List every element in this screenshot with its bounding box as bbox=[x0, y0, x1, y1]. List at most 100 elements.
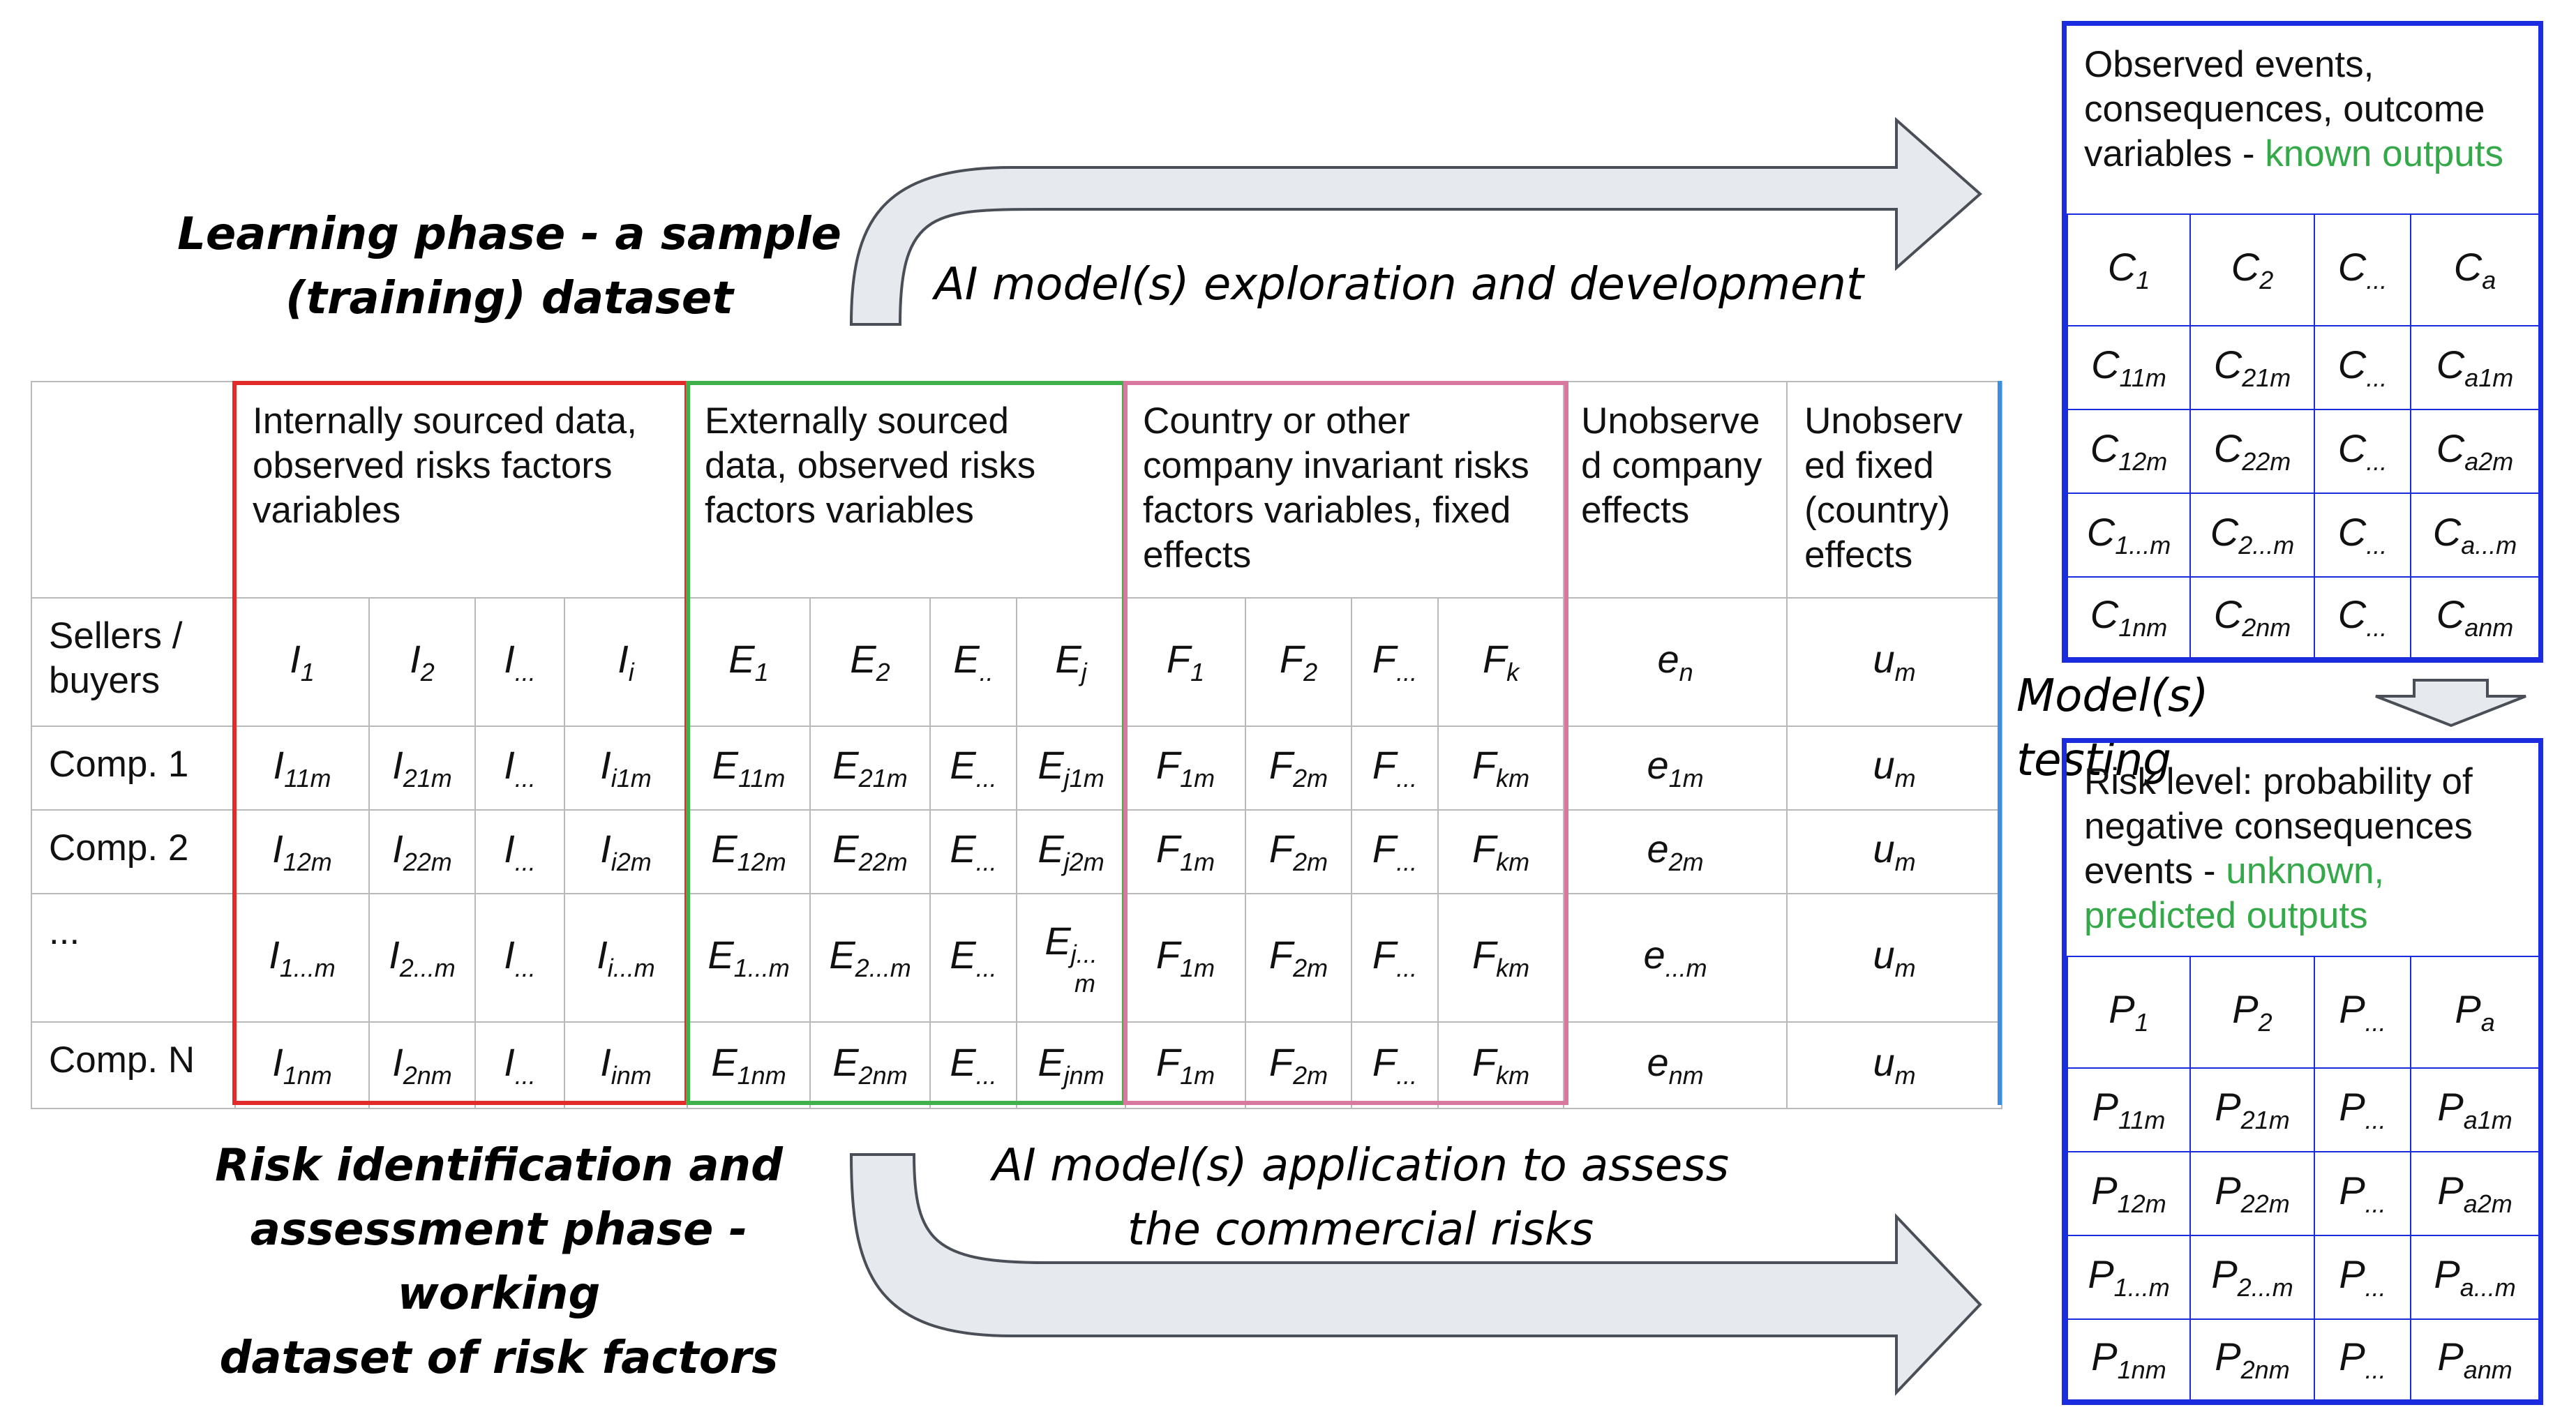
symbol-subscript: ... bbox=[2366, 447, 2388, 476]
application-label: AI model(s) application to assess the co… bbox=[907, 1134, 1814, 1262]
outcome-cell: P2 bbox=[2189, 956, 2315, 1069]
observed-title-line: consequences, outcome bbox=[2084, 89, 2485, 130]
symbol-letter: F bbox=[1372, 933, 1397, 977]
variable-cell: I1 bbox=[234, 597, 370, 727]
symbol-letter: P bbox=[2437, 1335, 2464, 1379]
variable-cell: um bbox=[1786, 726, 2003, 811]
observed-title: Observed events, consequences, outcome v… bbox=[2067, 26, 2539, 215]
symbol-subscript: i...m bbox=[607, 954, 655, 983]
symbol-letter: F bbox=[1372, 637, 1397, 682]
symbol-letter: C bbox=[2090, 592, 2119, 637]
symbol-subscript: m bbox=[1894, 848, 1916, 877]
symbol-subscript: 1...m bbox=[2113, 1273, 2170, 1302]
symbol-letter: u bbox=[1873, 1040, 1895, 1085]
variable-cell: Ej2m bbox=[1015, 809, 1127, 894]
symbol-subscript: a bbox=[2480, 1008, 2495, 1037]
symbol-subscript: 1m bbox=[1180, 848, 1215, 877]
symbol-subscript: ... bbox=[514, 1061, 536, 1090]
variable-cell: E... bbox=[929, 1021, 1017, 1109]
outcome-cell: Ca bbox=[2410, 213, 2540, 326]
symbol-letter: P bbox=[2092, 1085, 2118, 1129]
symbol-letter: C bbox=[2337, 592, 2367, 637]
symbol-subscript: 22m bbox=[2242, 447, 2291, 476]
symbol-letter: E bbox=[832, 827, 859, 871]
symbol-subscript: ... bbox=[2366, 613, 2388, 642]
symbol-letter: F bbox=[1482, 637, 1507, 682]
variable-cell: I... bbox=[474, 809, 565, 894]
symbol-letter: P bbox=[2339, 1335, 2365, 1379]
symbol-letter: I bbox=[597, 933, 608, 977]
symbol-letter: F bbox=[1155, 743, 1181, 788]
symbol-subscript: 2m bbox=[1293, 954, 1328, 983]
symbol-subscript: m bbox=[1894, 954, 1916, 983]
symbol-letter: I bbox=[392, 827, 403, 871]
outcome-cell: P2nm bbox=[2189, 1318, 2315, 1401]
outcome-cell: Pa2m bbox=[2409, 1151, 2540, 1236]
symbol-subscript: a1m bbox=[2464, 363, 2514, 393]
variable-cell: F... bbox=[1351, 893, 1439, 1023]
symbol-subscript: inm bbox=[611, 1061, 652, 1090]
symbol-subscript: i bbox=[628, 658, 634, 687]
symbol-subscript: anm bbox=[2464, 613, 2514, 642]
outcome-cell: C21m bbox=[2189, 325, 2315, 410]
symbol-letter: E bbox=[850, 637, 876, 682]
variable-cell: E2 bbox=[809, 597, 931, 727]
symbol-subscript: ... bbox=[975, 1061, 997, 1090]
symbol-subscript: ...m bbox=[1665, 954, 1707, 983]
symbol-letter: u bbox=[1873, 637, 1895, 682]
symbol-letter: P bbox=[2455, 987, 2481, 1032]
symbol-subscript: ... bbox=[1396, 954, 1418, 983]
symbol-letter: E bbox=[711, 1040, 737, 1085]
variable-cell: Ii1m bbox=[564, 726, 688, 811]
symbol-subscript: i2m bbox=[611, 848, 652, 877]
variable-cell: E... bbox=[929, 726, 1017, 811]
symbol-subscript: m bbox=[1894, 764, 1916, 793]
symbol-letter: F bbox=[1372, 1040, 1397, 1085]
symbol-subscript: 1nm bbox=[283, 1061, 332, 1090]
symbol-letter: I bbox=[392, 743, 403, 788]
symbol-subscript: ... bbox=[2365, 1273, 2386, 1302]
variable-cell: I... bbox=[474, 597, 565, 727]
symbol-subscript: ... bbox=[2366, 266, 2388, 295]
symbol-letter: E bbox=[728, 637, 755, 682]
observed-outcomes-box: Observed events, consequences, outcome v… bbox=[2062, 21, 2543, 663]
symbol-letter: C bbox=[2213, 426, 2242, 471]
outcome-cell: P1nm bbox=[2067, 1318, 2191, 1401]
symbol-subscript: 11m bbox=[2119, 363, 2166, 393]
symbol-subscript: 12m bbox=[2117, 1189, 2166, 1219]
symbol-subscript: ... bbox=[2365, 1008, 2386, 1037]
symbol-subscript: 11m bbox=[2118, 1106, 2166, 1135]
symbol-letter: F bbox=[1166, 637, 1191, 682]
variable-cell: um bbox=[1786, 597, 2003, 727]
symbol-letter: I bbox=[410, 637, 421, 682]
country-effects-line: ed fixed bbox=[1804, 445, 1934, 486]
outcome-cell: Pa1m bbox=[2409, 1067, 2540, 1152]
symbol-subscript: k bbox=[1506, 658, 1520, 687]
assessment-phase-line2: assessment phase - working bbox=[250, 1204, 748, 1320]
symbol-letter: E bbox=[1055, 637, 1081, 682]
symbol-letter: F bbox=[1472, 827, 1497, 871]
symbol-subscript: j... bbox=[1070, 940, 1098, 969]
symbol-subscript: 22m bbox=[858, 848, 908, 877]
symbol-letter: I bbox=[504, 637, 515, 682]
variable-cell: Ej bbox=[1015, 597, 1127, 727]
symbol-letter: E bbox=[1038, 1040, 1064, 1085]
symbol-letter: E bbox=[712, 743, 738, 788]
symbol-subscript: 2m bbox=[1668, 848, 1704, 877]
symbol-subscript: 2...m bbox=[399, 954, 456, 983]
variable-cell: Fk bbox=[1437, 597, 1565, 727]
symbol-letter: E bbox=[950, 933, 976, 977]
assessment-phase-line1: Risk identification and bbox=[215, 1140, 783, 1192]
row-label: Comp. N bbox=[31, 1021, 236, 1109]
symbol-letter: C bbox=[2213, 592, 2242, 637]
variable-cell: I12m bbox=[234, 809, 370, 894]
symbol-letter: F bbox=[1268, 743, 1294, 788]
outcome-cell: Pa...m bbox=[2409, 1235, 2540, 1320]
variable-cell: I... bbox=[474, 893, 565, 1023]
symbol-letter: P bbox=[2434, 1252, 2460, 1297]
symbol-subscript: j2m bbox=[1063, 848, 1104, 877]
